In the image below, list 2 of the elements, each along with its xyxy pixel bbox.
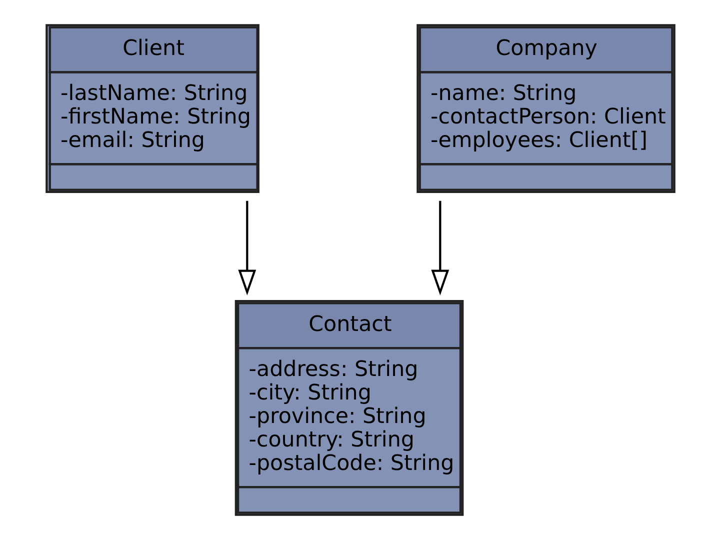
- arrow: [238, 200, 256, 296]
- arrow: [430, 200, 449, 296]
